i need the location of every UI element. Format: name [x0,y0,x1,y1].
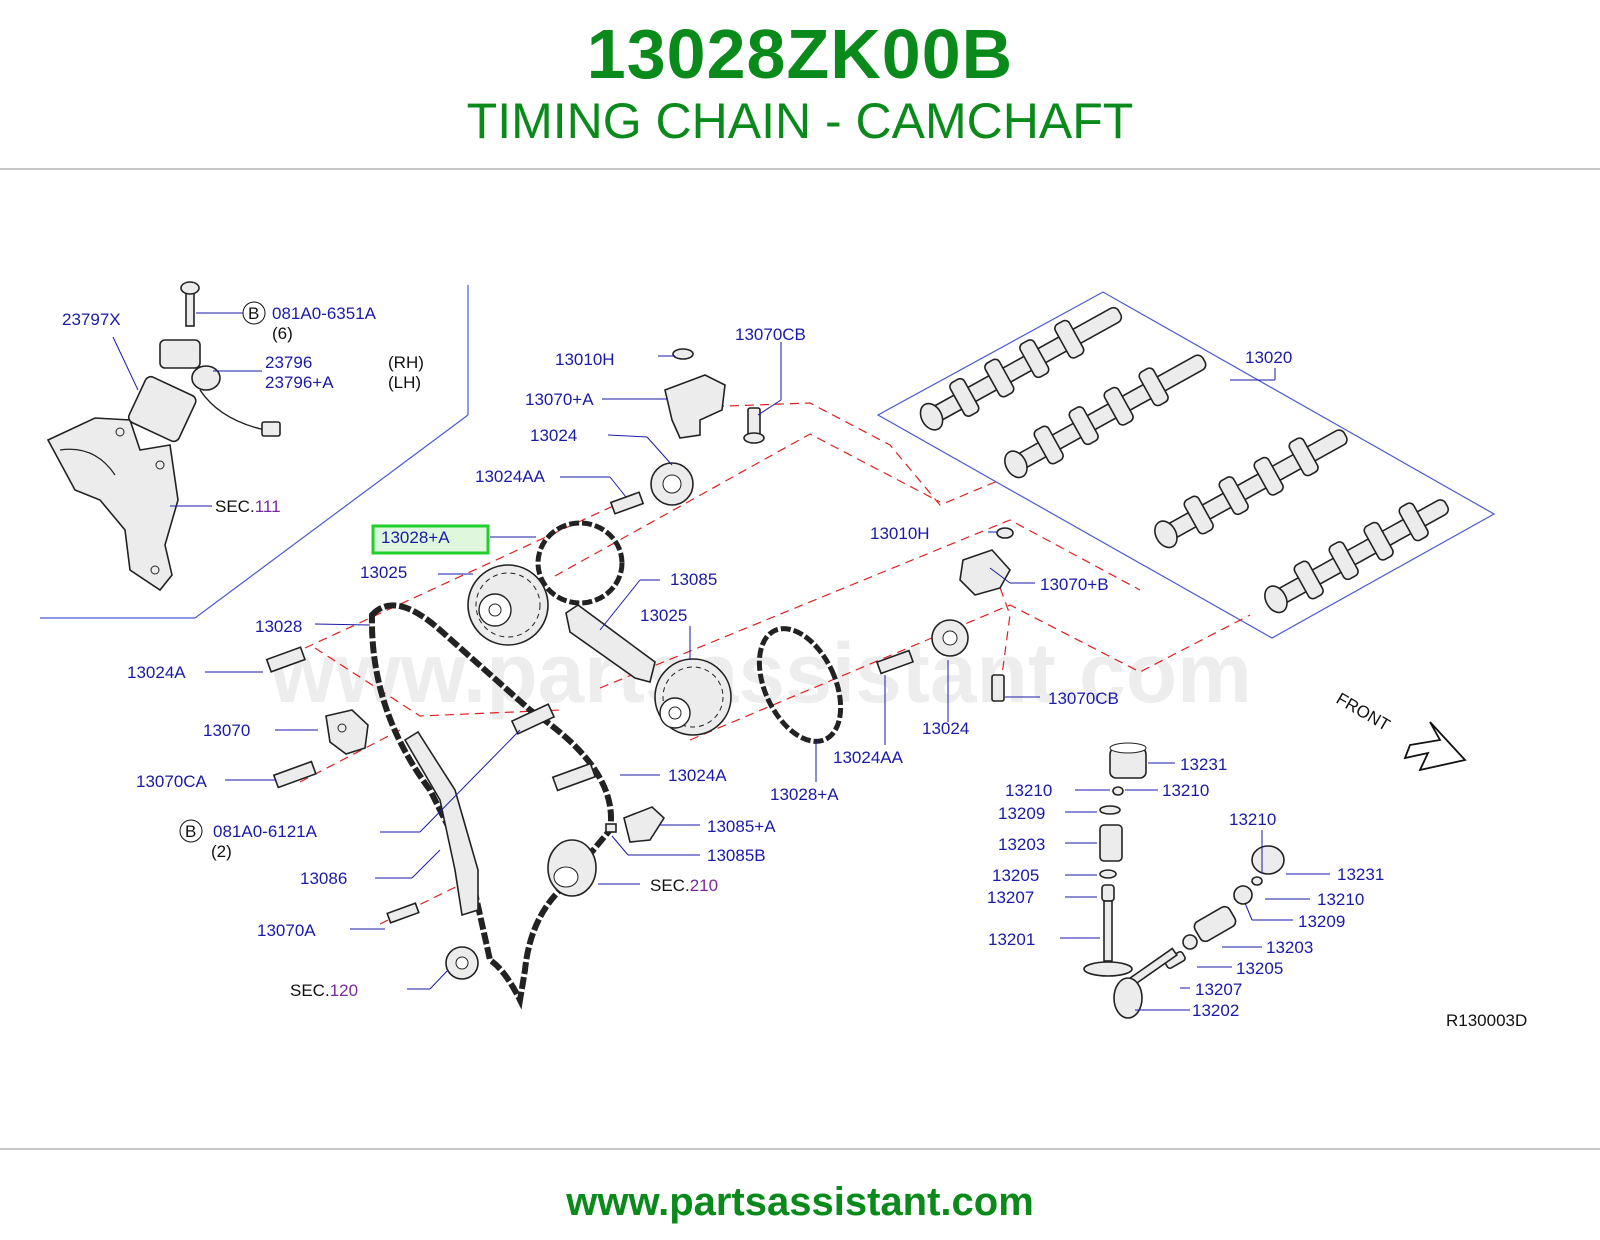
upper-tensioner-part [664,348,765,444]
main-timing-chain [368,602,614,1010]
chain-guide-13085-part [565,604,656,683]
valve-train-right-part [1113,845,1285,1019]
label-13024aa-upper: 13024AA [475,467,546,486]
diagram-subtitle: TIMING CHAIN - CAMCHAFT [466,93,1134,149]
label-13070cb-upper: 13070CB [735,325,806,344]
label-13024-upper: 13024 [530,426,577,445]
drawing-code: R130003D [1446,1011,1527,1030]
camshafts-part [919,306,1450,614]
valve-train-left-part [1083,742,1147,977]
upper-chain-loop [535,520,625,606]
label-13070-plus-b: 13070+B [1040,575,1109,594]
label-23796: 23796 [265,353,312,372]
label-13010h-upper: 13010H [555,350,615,369]
label-sec-111: SEC.111 [215,497,281,516]
highlight-box [371,524,490,555]
label-lh: (LH) [388,373,421,392]
front-label: FRONT [1333,689,1393,735]
part-number-title: 13028ZK00B [586,15,1014,93]
label-13028: 13028 [255,617,302,636]
camshaft-sensor-part [127,281,281,443]
label-b-upper: B [248,304,259,323]
label-13070ca: 13070CA [136,772,208,791]
label-13205-right: 13205 [1236,959,1283,978]
label-13024-right: 13024 [922,719,969,738]
label-13210-lower-right: 13210 [1317,890,1364,909]
label-13203-left: 13203 [998,835,1045,854]
label-13025-left: 13025 [360,563,407,582]
label-13010h-right: 13010H [870,524,930,543]
label-b-lower: B [185,822,196,841]
parts-diagram-svg: www.partsassistant.com [40,281,1527,1030]
front-cover-part [46,417,179,592]
label-rh: (RH) [388,353,424,372]
label-sec-210: SEC.210 [650,876,718,895]
oil-pump-part [547,839,597,897]
label-13207-right: 13207 [1195,980,1242,999]
label-13020: 13020 [1245,348,1292,367]
header: 13028ZK00B TIMING CHAIN - CAMCHAFT [0,0,1600,168]
label-13203-right: 13203 [1266,938,1313,957]
right-cam-sprocket-part [654,658,732,736]
label-13210-top-right: 13210 [1229,810,1276,829]
footer-url-link[interactable]: www.partsassistant.com [566,1180,1034,1224]
label-13086: 13086 [300,869,347,888]
right-chain-loop [756,626,844,744]
header-divider [0,168,1600,170]
crank-sprocket-part [445,946,479,980]
right-upper-tensioner-part [959,527,1014,596]
label-13070: 13070 [203,721,250,740]
label-qty-2: (2) [211,842,232,861]
main-tensioner-part [325,709,369,755]
camshaft-group-box [876,291,1496,639]
label-081a0-6121a: 081A0-6121A [213,822,318,841]
label-13085b: 13085B [707,846,766,865]
callout-leaders [112,312,1330,1011]
label-13070cb-right: 13070CB [1048,689,1119,708]
inset-frame [40,285,469,619]
callout-labels: 23797X B 081A0-6351A (6) 23796 23796+A (… [62,301,1527,1030]
guide-13085a-part [605,806,666,843]
label-13085: 13085 [670,570,717,589]
label-13210-left: 13210 [1005,781,1052,800]
label-13024aa-right: 13024AA [833,748,904,767]
label-13028-plus-a-lower: 13028+A [770,785,839,804]
label-13201: 13201 [988,930,1035,949]
label-13205-left: 13205 [992,866,1039,885]
label-13024a-left: 13024A [127,663,186,682]
label-13202: 13202 [1192,1001,1239,1020]
label-sec-120: SEC.120 [290,981,358,1000]
label-23796-plus-a: 23796+A [265,373,334,392]
upper-sprocket-part [609,462,694,515]
label-13085-plus-a: 13085+A [707,817,776,836]
front-arrow-icon [1403,721,1467,772]
footer-divider [0,1148,1600,1150]
label-13231-right: 13231 [1337,865,1384,884]
watermark-text: www.partsassistant.com [269,626,1252,720]
label-13028-plus-a-highlighted[interactable]: 13028+A [381,528,450,547]
bolts [265,646,597,924]
label-081a0-6351a: 081A0-6351A [272,304,377,323]
label-13207-left: 13207 [987,888,1034,907]
label-13070a: 13070A [257,921,316,940]
left-cam-sprocket-part [467,564,549,646]
parts-diagram: www.partsassistant.com [0,270,1600,1070]
slack-guide-13086-part [403,730,479,917]
label-13231-upper: 13231 [1180,755,1227,774]
front-direction-indicator: FRONT [1333,689,1467,772]
label-13210-right: 13210 [1162,781,1209,800]
right-small-sprocket-part [875,619,1005,702]
bolt-b-circle-icon [242,301,266,325]
label-13209-right: 13209 [1298,912,1345,931]
label-13025-right: 13025 [640,606,687,625]
label-13024a-right: 13024A [668,766,727,785]
bolt-b-circle-lower-icon [179,819,203,843]
label-13070-plus-a: 13070+A [525,390,594,409]
label-23797x: 23797X [62,310,121,329]
label-qty-6: (6) [272,324,293,343]
label-13209-left: 13209 [998,804,1045,823]
